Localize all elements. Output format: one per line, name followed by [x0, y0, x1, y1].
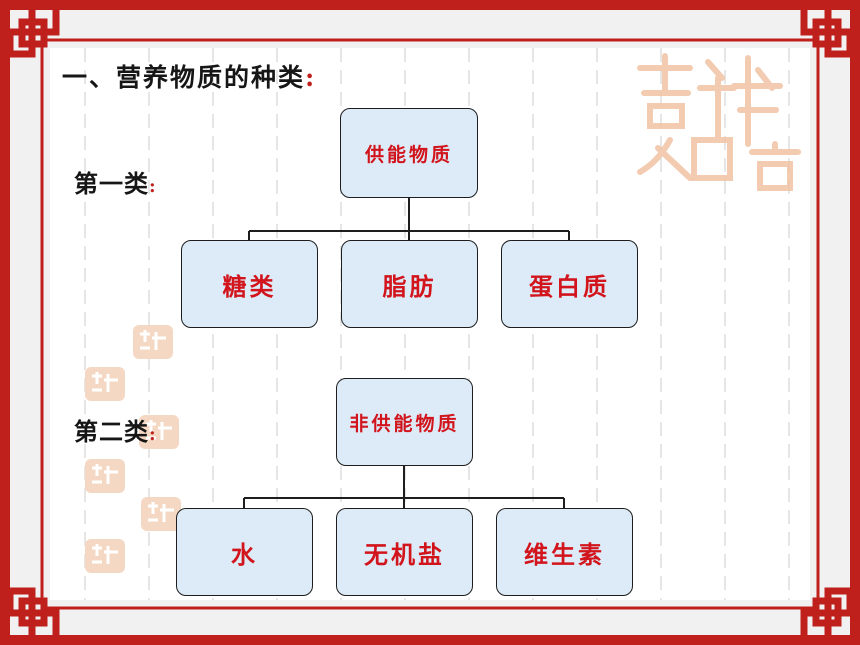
tree-child-node: 无机盐	[336, 508, 473, 596]
tree-child-label: 脂肪	[382, 271, 437, 301]
category-label-colon: :	[149, 176, 157, 197]
seal-stamp-icon	[141, 497, 181, 531]
tree-connectors	[243, 198, 570, 508]
page-title: 一、营养物质的种类:	[62, 58, 316, 94]
tree-child-label: 糖类	[222, 271, 277, 301]
seal-stamp-icon	[139, 415, 179, 449]
seal-stamp-icon	[133, 325, 173, 359]
tree-child-label: 维生素	[524, 539, 605, 569]
tree-root-label: 非供能物质	[349, 412, 460, 435]
tree-child-node: 脂肪	[341, 240, 478, 328]
tree-root-node: 供能物质	[340, 108, 478, 198]
tree-child-label: 无机盐	[364, 539, 445, 569]
category-label-second: 第二类:	[74, 412, 157, 447]
tree-child-node: 蛋白质	[501, 240, 638, 328]
tree-root-label: 供能物质	[364, 143, 453, 166]
category-label-colon: :	[149, 424, 157, 445]
page-title-text: 一、营养物质的种类	[62, 63, 306, 92]
seal-stamp-icon	[85, 539, 125, 573]
tree-child-node: 糖类	[181, 240, 318, 328]
category-label-text: 第一类	[74, 169, 149, 198]
tree-child-node: 维生素	[496, 508, 633, 596]
category-label-first: 第一类:	[74, 164, 157, 199]
seal-watermark-icon	[637, 53, 801, 191]
tree-root-node: 非供能物质	[336, 378, 473, 466]
slide-content: 一、营养物质的种类: 第一类: 供能物质 糖类 脂肪 蛋白质 第二类: 非供能物…	[50, 48, 810, 600]
page-title-colon: :	[305, 63, 317, 92]
tree-child-label: 蛋白质	[529, 271, 610, 301]
tree-child-node: 水	[176, 508, 313, 596]
tree-child-label: 水	[231, 539, 258, 569]
category-label-text: 第二类	[74, 417, 149, 446]
seal-stamp-icon	[85, 367, 125, 401]
seal-stamp-icon	[85, 459, 125, 493]
